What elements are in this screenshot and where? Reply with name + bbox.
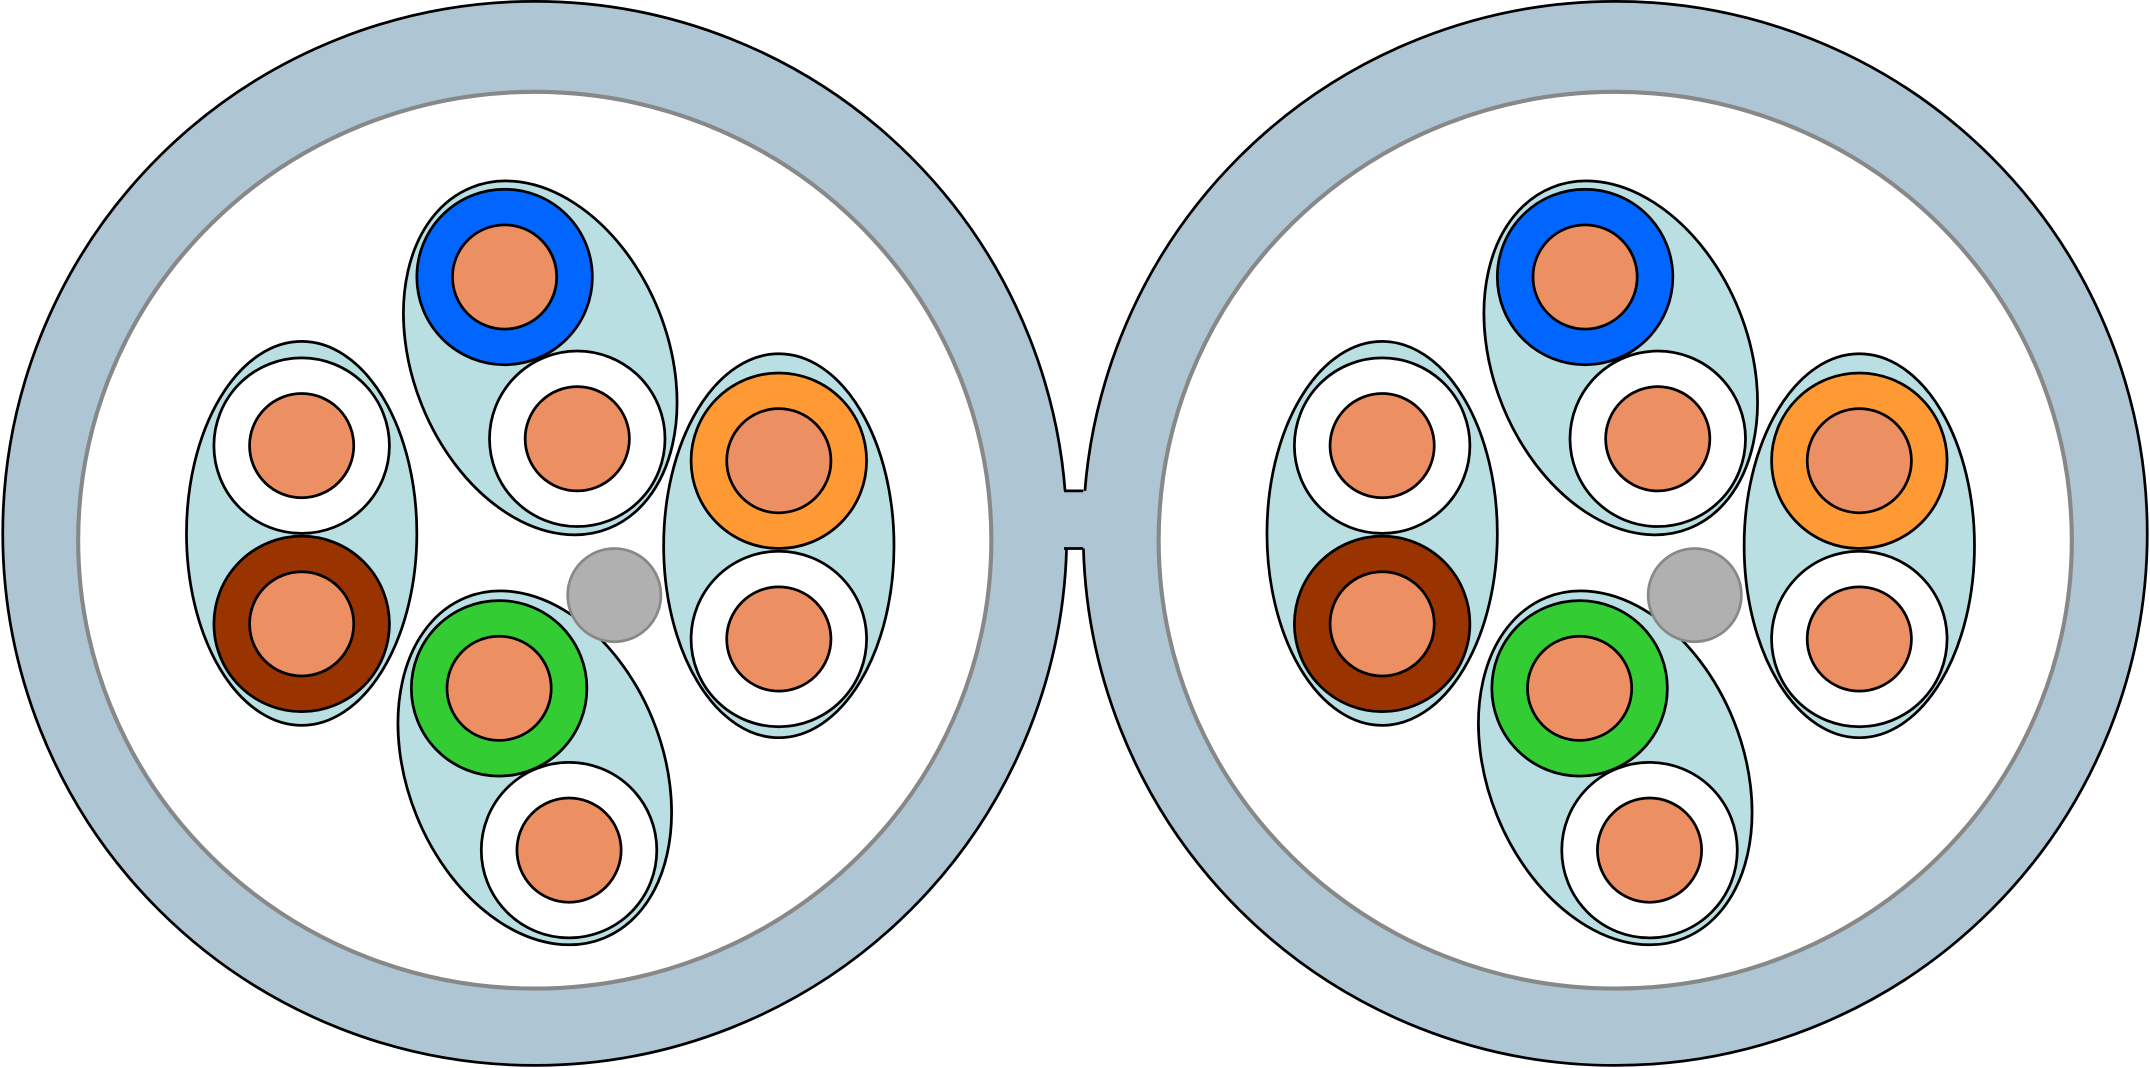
wire-brown bbox=[1293, 534, 1472, 714]
wire-white bbox=[1293, 356, 1472, 535]
jacket-inner-wall bbox=[1156, 89, 2074, 991]
pair-brown bbox=[185, 340, 419, 727]
wire-green bbox=[1490, 599, 1669, 778]
copper-conductor bbox=[1596, 796, 1703, 904]
filler-rod bbox=[1646, 547, 1743, 644]
copper-conductor bbox=[1328, 392, 1436, 500]
wire-white bbox=[212, 356, 391, 535]
wire-blue bbox=[415, 187, 594, 367]
copper-conductor bbox=[1531, 223, 1639, 331]
copper-conductor bbox=[515, 796, 623, 904]
copper-conductor bbox=[1604, 385, 1712, 493]
wire-green bbox=[409, 599, 589, 778]
copper-conductor bbox=[451, 223, 559, 331]
wire-blue bbox=[1495, 187, 1675, 367]
wire-white bbox=[1568, 349, 1747, 528]
jacket-bridge bbox=[1042, 490, 1108, 549]
jacket-inner-wall bbox=[76, 89, 994, 991]
copper-conductor bbox=[1328, 570, 1436, 678]
copper-conductor bbox=[725, 407, 833, 515]
copper-conductor bbox=[1805, 407, 1913, 515]
cable-right bbox=[1081, 0, 2149, 1067]
copper-conductor bbox=[445, 634, 553, 742]
wire-white bbox=[689, 549, 868, 729]
wire-white bbox=[488, 349, 667, 528]
wire-white bbox=[1770, 549, 1949, 729]
copper-conductor bbox=[248, 570, 356, 678]
copper-conductor bbox=[725, 585, 833, 693]
wire-white bbox=[479, 761, 659, 940]
pair-green bbox=[1477, 589, 1754, 947]
pair-orange bbox=[1742, 352, 1976, 740]
wire-orange bbox=[1770, 371, 1949, 550]
pair-green bbox=[396, 589, 673, 947]
copper-conductor bbox=[248, 392, 356, 500]
pair-blue bbox=[1482, 179, 1759, 537]
cable-left bbox=[1, 0, 1069, 1067]
filler-rod bbox=[566, 547, 663, 644]
pair-brown bbox=[1265, 340, 1499, 727]
wire-orange bbox=[689, 371, 868, 550]
wire-brown bbox=[212, 534, 391, 714]
pair-orange bbox=[662, 352, 896, 740]
pair-blue bbox=[402, 179, 679, 537]
wire-white bbox=[1560, 761, 1739, 940]
copper-conductor bbox=[523, 385, 631, 493]
copper-conductor bbox=[1805, 585, 1913, 693]
copper-conductor bbox=[1526, 634, 1634, 742]
